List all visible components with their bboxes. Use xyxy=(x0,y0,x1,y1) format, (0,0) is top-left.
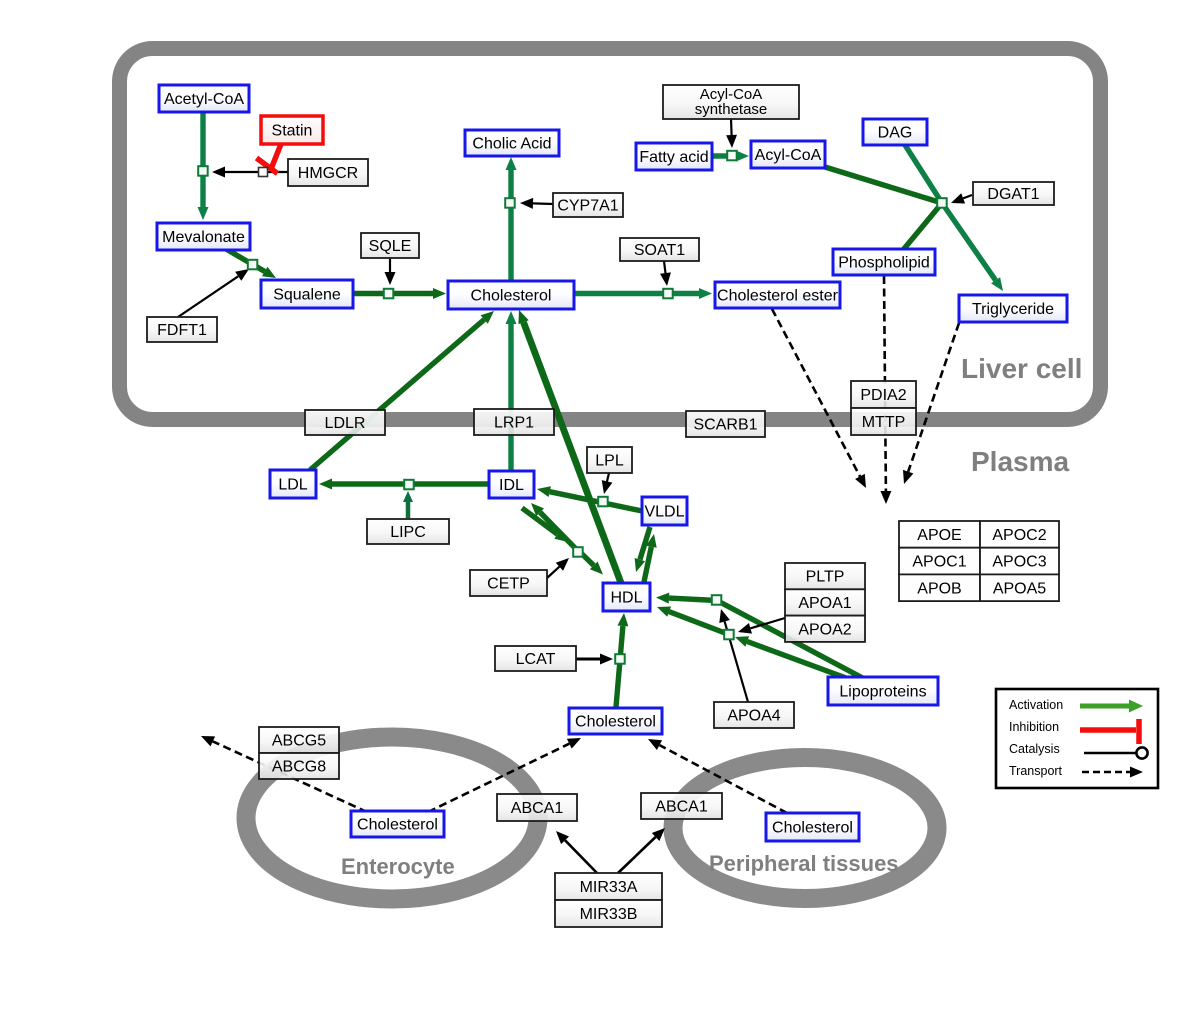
svg-text:ABCG8: ABCG8 xyxy=(272,759,326,776)
svg-text:LDLR: LDLR xyxy=(325,415,366,432)
svg-text:Peripheral tissues: Peripheral tissues xyxy=(709,851,899,876)
svg-text:Cholesterol ester: Cholesterol ester xyxy=(717,288,839,305)
svg-text:Cholesterol: Cholesterol xyxy=(772,820,853,837)
svg-text:Acyl-CoA: Acyl-CoA xyxy=(755,147,822,164)
svg-text:Lipoproteins: Lipoproteins xyxy=(839,684,926,701)
svg-text:Transport: Transport xyxy=(1009,764,1063,778)
svg-text:MIR33B: MIR33B xyxy=(580,906,638,923)
svg-text:DAG: DAG xyxy=(878,125,913,142)
svg-text:Statin: Statin xyxy=(272,123,313,140)
svg-text:FDFT1: FDFT1 xyxy=(157,322,207,339)
svg-text:APOA2: APOA2 xyxy=(798,621,851,638)
svg-text:ABCA1: ABCA1 xyxy=(655,799,708,816)
svg-text:CETP: CETP xyxy=(487,576,530,593)
svg-text:HMGCR: HMGCR xyxy=(298,165,358,182)
svg-text:PDIA2: PDIA2 xyxy=(860,387,906,404)
svg-text:Catalysis: Catalysis xyxy=(1009,742,1060,756)
svg-text:APOC3: APOC3 xyxy=(992,554,1046,571)
svg-text:IDL: IDL xyxy=(499,477,524,494)
svg-text:APOB: APOB xyxy=(917,580,961,597)
svg-text:LIPC: LIPC xyxy=(390,524,426,541)
svg-text:Inhibition: Inhibition xyxy=(1009,720,1059,734)
svg-text:Triglyceride: Triglyceride xyxy=(972,301,1054,318)
svg-text:ABCG5: ABCG5 xyxy=(272,733,326,750)
svg-text:VLDL: VLDL xyxy=(644,504,684,521)
svg-text:DGAT1: DGAT1 xyxy=(987,186,1039,203)
svg-text:Cholesterol: Cholesterol xyxy=(471,288,552,305)
svg-text:Acyl-CoA: Acyl-CoA xyxy=(700,86,763,103)
svg-text:Mevalonate: Mevalonate xyxy=(162,229,245,246)
svg-text:APOA5: APOA5 xyxy=(993,580,1046,597)
svg-text:MTTP: MTTP xyxy=(862,414,906,431)
svg-text:Enterocyte: Enterocyte xyxy=(341,854,455,879)
svg-text:LPL: LPL xyxy=(595,453,624,470)
svg-text:SQLE: SQLE xyxy=(369,238,412,255)
svg-text:MIR33A: MIR33A xyxy=(580,879,638,896)
svg-text:SOAT1: SOAT1 xyxy=(634,242,685,259)
svg-text:Liver cell: Liver cell xyxy=(961,353,1082,384)
svg-text:APOA4: APOA4 xyxy=(727,708,780,725)
svg-text:ABCA1: ABCA1 xyxy=(511,800,564,817)
svg-text:APOC1: APOC1 xyxy=(912,554,966,571)
svg-text:APOA1: APOA1 xyxy=(798,595,851,612)
svg-text:Acetyl-CoA: Acetyl-CoA xyxy=(164,91,244,108)
svg-text:CYP7A1: CYP7A1 xyxy=(557,198,618,215)
svg-text:Fatty acid: Fatty acid xyxy=(639,149,708,166)
svg-text:Activation: Activation xyxy=(1009,698,1063,712)
svg-text:Cholic Acid: Cholic Acid xyxy=(472,136,551,153)
svg-text:Plasma: Plasma xyxy=(971,446,1069,477)
svg-text:LCAT: LCAT xyxy=(516,651,556,668)
svg-text:APOE: APOE xyxy=(917,527,961,544)
svg-text:APOC2: APOC2 xyxy=(992,527,1046,544)
svg-text:HDL: HDL xyxy=(610,590,642,607)
svg-text:PLTP: PLTP xyxy=(806,569,845,586)
svg-text:Phospholipid: Phospholipid xyxy=(838,255,930,272)
svg-text:Cholesterol: Cholesterol xyxy=(357,817,438,834)
svg-text:LDL: LDL xyxy=(278,477,307,494)
svg-text:LRP1: LRP1 xyxy=(494,415,534,432)
svg-text:Squalene: Squalene xyxy=(273,287,341,304)
svg-text:synthetase: synthetase xyxy=(695,101,768,118)
svg-text:SCARB1: SCARB1 xyxy=(693,417,757,434)
svg-text:Cholesterol: Cholesterol xyxy=(575,714,656,731)
